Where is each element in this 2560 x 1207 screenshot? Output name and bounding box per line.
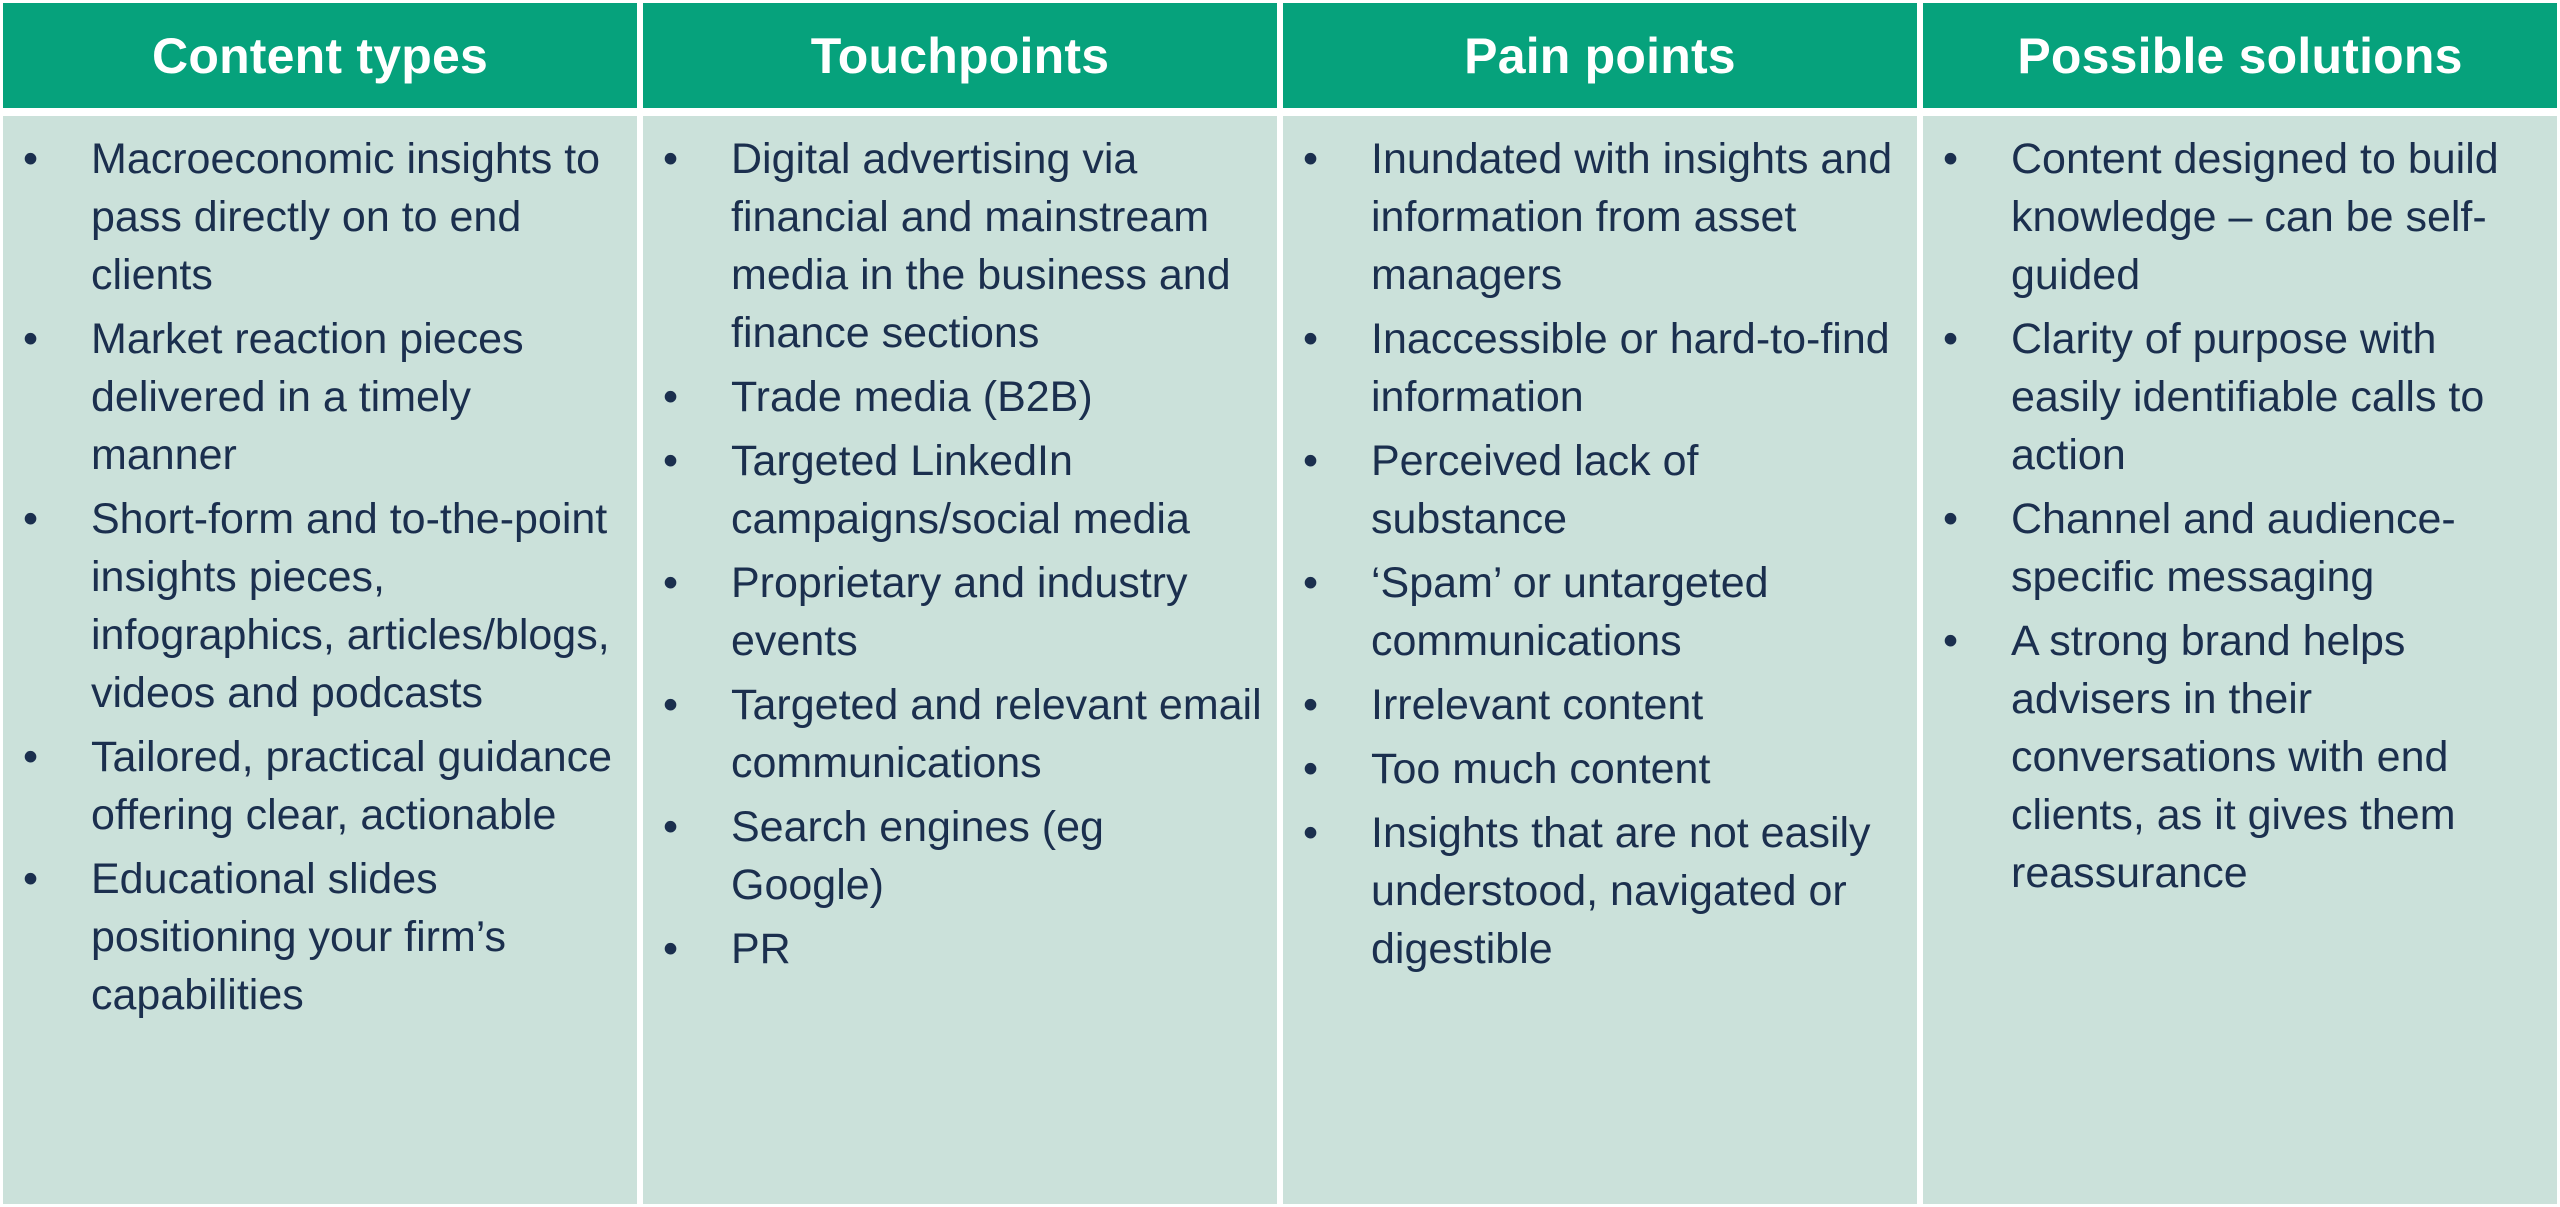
bullet-icon: • <box>1303 809 1319 857</box>
bullet-list: • Digital advertising via financial and m… <box>643 130 1277 978</box>
list-item-text: Short-form and to-the-point insights pie… <box>91 495 610 717</box>
list-item-text: PR <box>731 925 791 973</box>
list-item-text: Market reaction pieces delivered in a ti… <box>91 315 524 479</box>
bullet-icon: • <box>23 315 39 363</box>
list-item-text: Clarity of purpose with easily identifia… <box>2011 315 2485 479</box>
list-item: • Targeted LinkedIn campaigns/social medi… <box>643 432 1277 548</box>
bullet-icon: • <box>663 925 679 973</box>
bullet-icon: • <box>1303 315 1319 363</box>
list-item: • Perceived lack of substance <box>1283 432 1917 548</box>
list-item-text: Too much content <box>1371 745 1711 793</box>
bullet-icon: • <box>1303 559 1319 607</box>
list-item: • Digital advertising via financial and m… <box>643 130 1277 362</box>
bullet-icon: • <box>663 559 679 607</box>
bullet-icon: • <box>1943 495 1959 543</box>
bullet-list: • Inundated with insights and information… <box>1283 130 1917 978</box>
list-item: • Clarity of purpose with easily identifi… <box>1923 310 2557 484</box>
column-header-content-types: Content types <box>3 3 637 108</box>
list-item-text: ‘Spam’ or untargeted communications <box>1371 559 1769 665</box>
bullet-icon: • <box>663 681 679 729</box>
list-item-text: Search engines (eg Google) <box>731 803 1104 909</box>
column-cell-possible-solutions: • Content designed to build knowledge – c… <box>1923 116 2557 1204</box>
list-item-text: Inundated with insights and information … <box>1371 135 1893 299</box>
bullet-icon: • <box>1303 681 1319 729</box>
list-item-text: Targeted and relevant email communicatio… <box>731 681 1262 787</box>
list-item: • Targeted and relevant email communicati… <box>643 676 1277 792</box>
list-item-text: Insights that are not easily understood,… <box>1371 809 1871 973</box>
list-item: • Inaccessible or hard-to-find informatio… <box>1283 310 1917 426</box>
bullet-icon: • <box>23 495 39 543</box>
bullet-icon: • <box>1303 437 1319 485</box>
list-item-text: Irrelevant content <box>1371 681 1704 729</box>
list-item-text: A strong brand helps advisers in their c… <box>2011 617 2456 897</box>
list-item: • Irrelevant content <box>1283 676 1917 734</box>
list-item-text: Tailored, practical guidance offering cl… <box>91 733 613 839</box>
list-item: • Trade media (B2B) <box>643 368 1277 426</box>
bullet-icon: • <box>663 135 679 183</box>
content-strategy-table: Content types Touchpoints Pain points Po… <box>3 3 2557 1204</box>
bullet-icon: • <box>1943 315 1959 363</box>
list-item-text: Targeted LinkedIn campaigns/social media <box>731 437 1190 543</box>
bullet-icon: • <box>23 855 39 903</box>
bullet-icon: • <box>663 437 679 485</box>
list-item-text: Digital advertising via financial and ma… <box>731 135 1231 357</box>
list-item: • Inundated with insights and information… <box>1283 130 1917 304</box>
list-item-text: Channel and audience-specific messaging <box>2011 495 2456 601</box>
bullet-icon: • <box>1303 135 1319 183</box>
bullet-icon: • <box>23 135 39 183</box>
list-item-text: Perceived lack of substance <box>1371 437 1699 543</box>
list-item-text: Inaccessible or hard-to-find information <box>1371 315 1890 421</box>
list-item: • ‘Spam’ or untargeted communications <box>1283 554 1917 670</box>
column-cell-content-types: • Macroeconomic insights to pass directly… <box>3 116 637 1204</box>
list-item: • Market reaction pieces delivered in a t… <box>3 310 637 484</box>
list-item: • PR <box>643 920 1277 978</box>
bullet-icon: • <box>23 733 39 781</box>
column-header-possible-solutions: Possible solutions <box>1923 3 2557 108</box>
list-item-text: Educational slides positioning your firm… <box>91 855 507 1019</box>
bullet-list: • Content designed to build knowledge – c… <box>1923 130 2557 902</box>
bullet-icon: • <box>1303 745 1319 793</box>
list-item-text: Trade media (B2B) <box>731 373 1093 421</box>
column-header-pain-points: Pain points <box>1283 3 1917 108</box>
list-item: • Search engines (eg Google) <box>643 798 1277 914</box>
list-item-text: Content designed to build knowledge – ca… <box>2011 135 2499 299</box>
list-item: • Channel and audience-specific messaging <box>1923 490 2557 606</box>
list-item: • A strong brand helps advisers in their … <box>1923 612 2557 902</box>
bullet-icon: • <box>1943 135 1959 183</box>
list-item: • Short-form and to-the-point insights pi… <box>3 490 637 722</box>
list-item-text: Macroeconomic insights to pass directly … <box>91 135 601 299</box>
column-cell-pain-points: • Inundated with insights and information… <box>1283 116 1917 1204</box>
column-header-touchpoints: Touchpoints <box>643 3 1277 108</box>
bullet-list: • Macroeconomic insights to pass directly… <box>3 130 637 1024</box>
list-item: • Too much content <box>1283 740 1917 798</box>
bullet-icon: • <box>1943 617 1959 665</box>
list-item: • Proprietary and industry events <box>643 554 1277 670</box>
list-item: • Educational slides positioning your fir… <box>3 850 637 1024</box>
bullet-icon: • <box>663 373 679 421</box>
list-item: • Macroeconomic insights to pass directly… <box>3 130 637 304</box>
list-item: • Content designed to build knowledge – c… <box>1923 130 2557 304</box>
bullet-icon: • <box>663 803 679 851</box>
list-item: • Tailored, practical guidance offering c… <box>3 728 637 844</box>
list-item-text: Proprietary and industry events <box>731 559 1188 665</box>
column-cell-touchpoints: • Digital advertising via financial and m… <box>643 116 1277 1204</box>
list-item: • Insights that are not easily understood… <box>1283 804 1917 978</box>
